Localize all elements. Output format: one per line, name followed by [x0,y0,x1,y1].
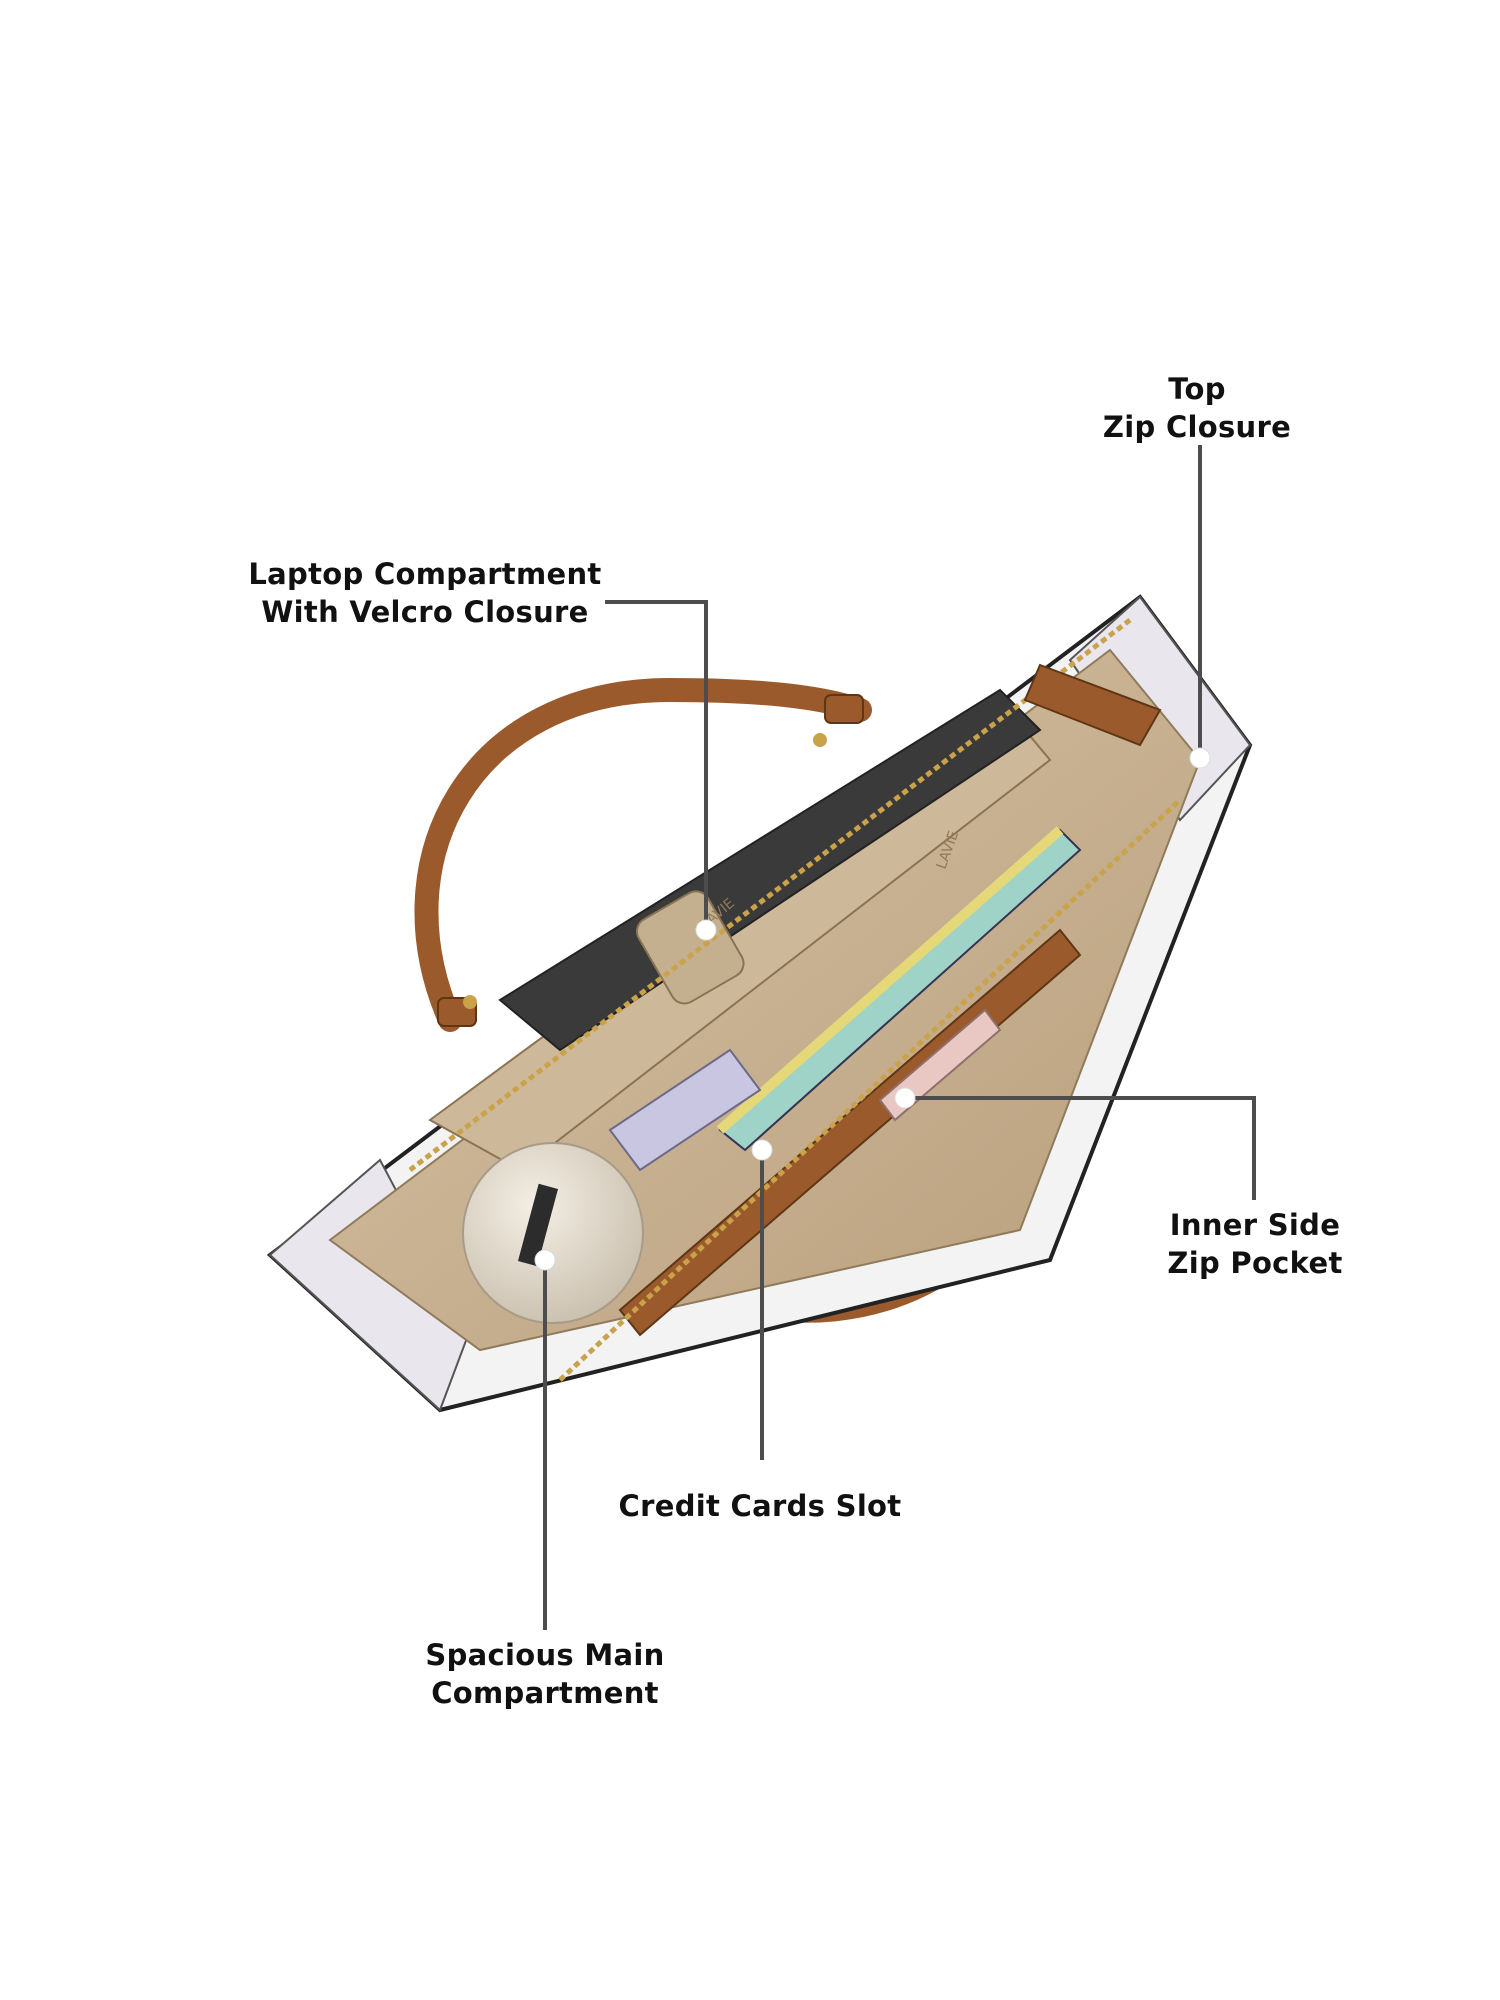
round-object [462,1142,644,1324]
callout-main-compartment-line2: Compartment [431,1676,659,1710]
callout-inner-side-zip-line2: Zip Pocket [1167,1246,1343,1280]
zip-pouch [608,1048,762,1172]
callout-top-zip: Top Zip Closure [1092,370,1302,446]
handle-hardware-back [824,694,864,724]
callout-inner-side-zip-line1: Inner Side [1169,1208,1341,1242]
callout-inner-side-zip: Inner Side Zip Pocket [1150,1206,1360,1282]
callout-laptop: Laptop Compartment With Velcro Closure [245,555,605,631]
laptop [498,688,1042,1052]
callout-credit-cards: Credit Cards Slot [610,1487,910,1525]
zip-puller-tab [1023,663,1162,747]
front-zip [558,798,1182,1382]
top-zip [408,618,1132,1172]
callout-main-compartment: Spacious Main Compartment [410,1636,680,1712]
callout-main-compartment-line1: Spacious Main [425,1638,665,1672]
callout-laptop-line1: Laptop Compartment [248,557,602,591]
back-handle-strap [414,677,872,1032]
callout-credit-cards-line1: Credit Cards Slot [618,1489,902,1523]
callout-laptop-line2: With Velcro Closure [261,595,589,629]
callout-top-zip-line2: Zip Closure [1102,410,1292,444]
callout-top-zip-line1: Top [1168,372,1226,406]
